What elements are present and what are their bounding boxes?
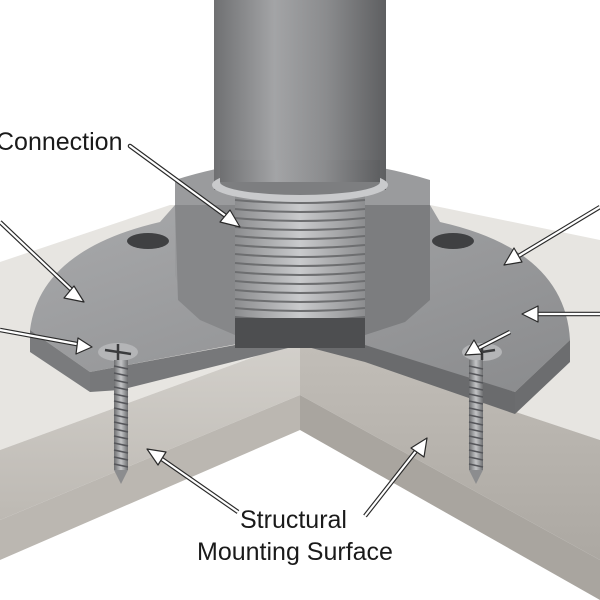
thread-ridge	[234, 298, 366, 303]
pipe-lower	[220, 160, 380, 182]
arrow-connection	[127, 143, 241, 228]
screw-thread	[113, 442, 129, 447]
threaded-connection	[234, 195, 366, 348]
flange-right-rim	[515, 340, 570, 414]
label-connection: Connection	[0, 128, 123, 156]
slab-left-face	[0, 340, 300, 520]
slab-right-face	[300, 340, 600, 560]
pipe-body	[214, 0, 386, 190]
screw-thread	[113, 400, 129, 405]
flange-cut-right	[300, 332, 515, 414]
screw-thread	[468, 372, 484, 377]
screw-left-tip	[114, 470, 128, 484]
label-structural: Structural	[240, 506, 347, 534]
arrow-structural-right	[363, 437, 428, 518]
slab-right-bottom	[300, 395, 600, 600]
screw-thread	[113, 414, 129, 419]
screw-thread	[468, 449, 484, 454]
screw-thread	[113, 386, 129, 391]
thread-ridge	[234, 244, 366, 249]
screw-right-threads	[468, 365, 484, 468]
hub-cut-left	[175, 205, 235, 335]
hub-cut-right	[365, 205, 430, 335]
arrow-flange-left	[0, 220, 85, 303]
bolt-hole-right	[432, 233, 474, 249]
arrow-flange-right-upper	[503, 205, 600, 266]
screw-thread	[468, 435, 484, 440]
screw-thread	[113, 393, 129, 398]
screw-thread	[468, 414, 484, 419]
screw-thread	[468, 393, 484, 398]
screw-thread	[113, 365, 129, 370]
thread-ridge	[234, 289, 366, 294]
screw-thread	[468, 365, 484, 370]
thread-ridge	[234, 280, 366, 285]
screw-thread	[113, 407, 129, 412]
screw-thread	[468, 379, 484, 384]
screw-thread	[468, 386, 484, 391]
screw-thread	[113, 428, 129, 433]
screw-thread	[468, 407, 484, 412]
screw-thread	[468, 463, 484, 468]
pipe	[212, 0, 388, 202]
label-mounting-surface: Mounting Surface	[197, 538, 393, 566]
thread-ridge	[234, 217, 366, 222]
screw-thread	[468, 442, 484, 447]
screw-thread	[468, 400, 484, 405]
slab-left-bottom	[0, 395, 300, 560]
thread-ridge	[234, 208, 366, 213]
bolt-hole-left	[127, 233, 169, 249]
screw-thread	[113, 372, 129, 377]
arrow-screw-right	[464, 329, 512, 356]
callout-arrows	[0, 143, 600, 518]
screw-left	[98, 343, 138, 484]
arrow-screw-left	[0, 327, 93, 355]
screw-thread	[113, 421, 129, 426]
arrow-flange-right-lower	[521, 305, 600, 323]
thread-ridge	[234, 253, 366, 258]
thread-ridge	[234, 262, 366, 267]
thread-ridge	[234, 235, 366, 240]
arrow-structural-left	[146, 448, 240, 514]
thread-ridge	[234, 271, 366, 276]
screw-thread	[468, 428, 484, 433]
screw-right-tip	[469, 470, 483, 484]
screw-thread	[468, 456, 484, 461]
thread-ridge	[234, 307, 366, 312]
screw-thread	[113, 463, 129, 468]
screw-thread	[113, 435, 129, 440]
thread-ridge	[234, 199, 366, 204]
screw-thread	[113, 449, 129, 454]
thread-ridge	[234, 226, 366, 231]
screw-left-drive	[104, 344, 132, 360]
flange-left-rim	[30, 330, 90, 392]
screw-thread	[113, 379, 129, 384]
screw-thread	[468, 421, 484, 426]
thread-cavity	[235, 318, 365, 348]
screw-thread	[113, 456, 129, 461]
screw-left-threads	[113, 365, 129, 468]
